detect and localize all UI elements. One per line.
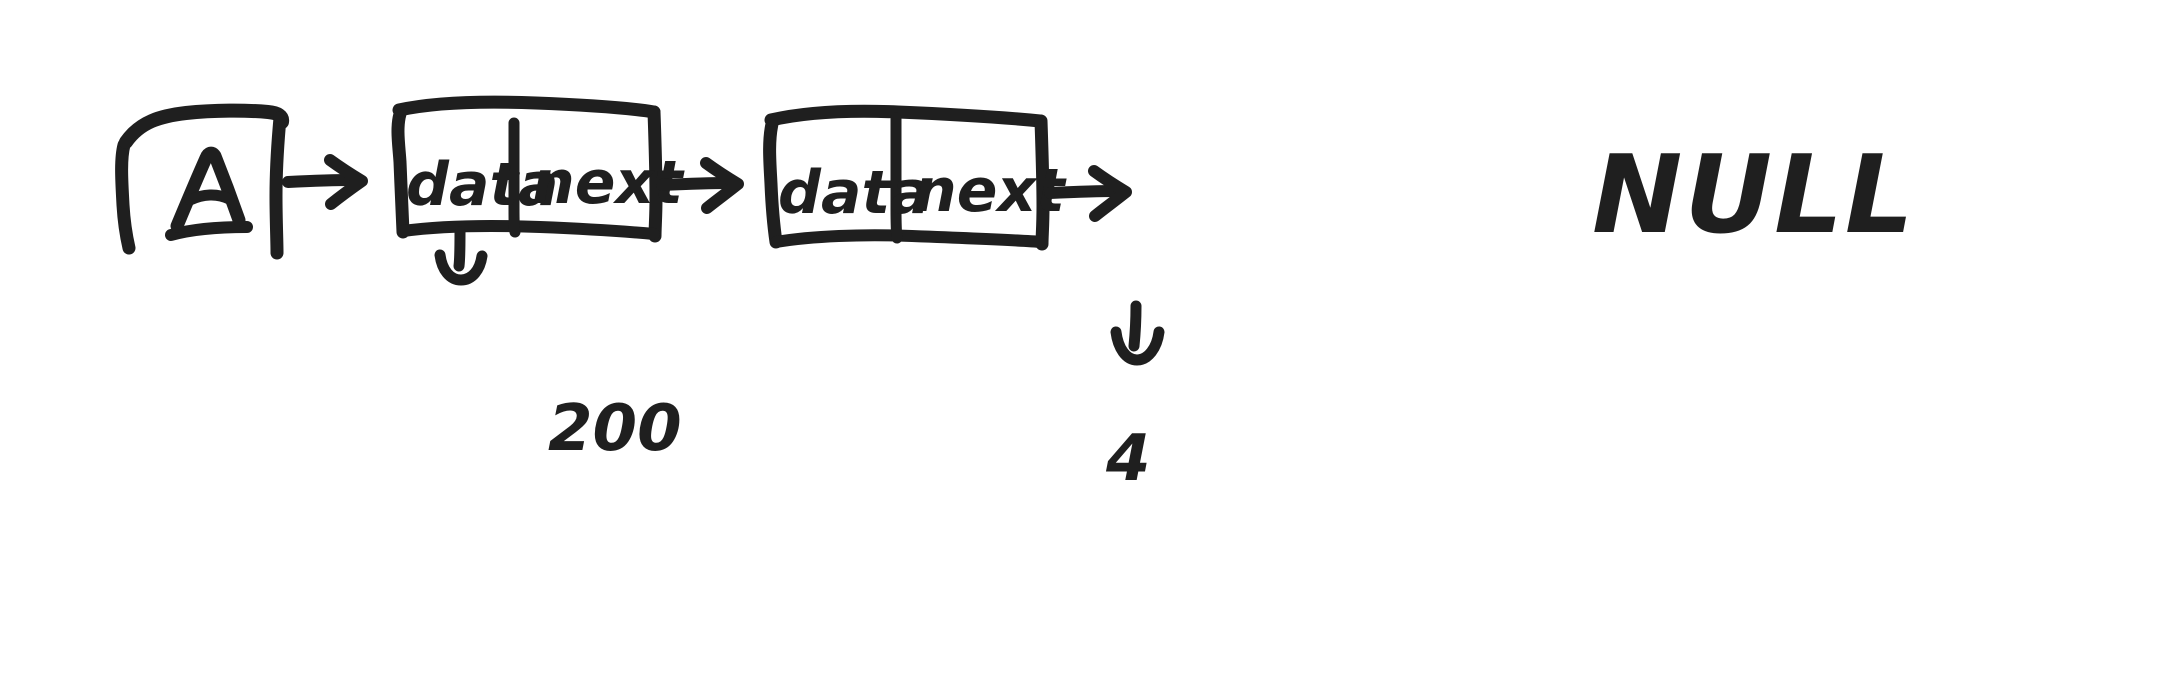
- node-2-next-label: next: [914, 156, 1067, 226]
- node-2-value-hook-curve: [1110, 326, 1165, 366]
- arrow-node-1-to-node-2: [656, 157, 744, 214]
- node-1-left-wall: [391, 107, 410, 239]
- node-2-value-hook-stem: [1128, 300, 1142, 352]
- node-1: data next: [391, 95, 685, 243]
- null-terminator-text: NULL: [1592, 133, 1916, 258]
- node-1-value-hook-curve: [434, 249, 488, 286]
- head-box-right-wall: [269, 111, 287, 260]
- arrow-node-2-to-null: [1044, 165, 1132, 222]
- arrow-head-to-node-1: [282, 154, 368, 210]
- node-1-divider: [508, 117, 521, 238]
- node-2-right-wall: [1034, 114, 1050, 251]
- node-1-bottom-wall: [397, 220, 660, 240]
- node-2-divider: [890, 112, 903, 244]
- arrow2-head: [700, 157, 744, 214]
- node-1-value-text: 200: [548, 392, 682, 466]
- node-2: data next: [763, 104, 1067, 251]
- head-box-bottom-wall: [165, 221, 253, 241]
- node-2-bottom-wall: [770, 229, 1048, 248]
- arrow1-head: [324, 154, 368, 210]
- node-2-value-annotation: 4: [1105, 300, 1165, 496]
- head-pointer-box: [115, 103, 290, 260]
- node-2-value-text: 4: [1105, 422, 1151, 496]
- node-2-left-wall: [763, 117, 783, 249]
- head-box-letter-a-strokes: [170, 146, 246, 233]
- node-1-value-hook-stem: [453, 226, 466, 272]
- arrow2-shaft: [656, 177, 734, 191]
- arrow3-head: [1088, 165, 1132, 222]
- node-1-data-label: data: [406, 150, 559, 220]
- head-box-letter-a-crossbar: [184, 189, 235, 206]
- head-box-left-wall: [115, 138, 136, 255]
- arrow1-shaft: [282, 174, 358, 188]
- node-2-top-wall: [764, 104, 1047, 128]
- node-1-top-wall: [392, 95, 661, 119]
- node-2-data-label: data: [778, 158, 931, 228]
- node-1-right-wall: [647, 105, 663, 243]
- arrow3-shaft: [1044, 185, 1122, 199]
- node-1-value-annotation: 200: [434, 226, 682, 466]
- head-box-top-wall: [119, 103, 290, 149]
